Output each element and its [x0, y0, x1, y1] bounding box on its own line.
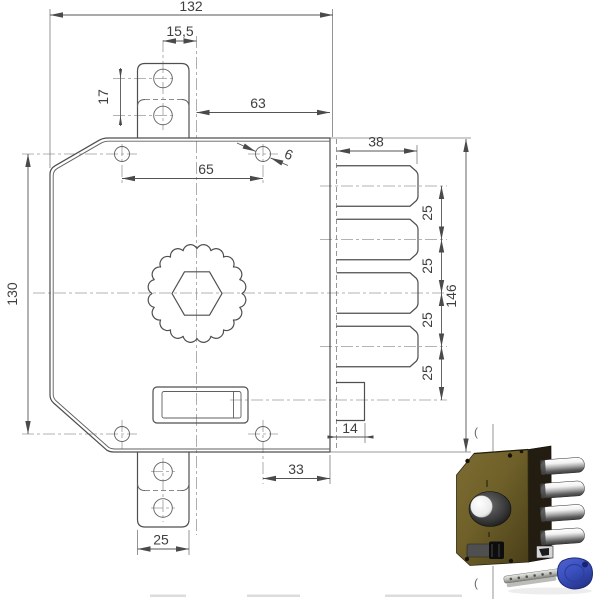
key-shadow — [508, 587, 592, 595]
dimension-bolt-pitch-2: 25 — [419, 239, 445, 293]
photo-deadbolts — [540, 457, 585, 546]
dimension-tab-hole-pitch: 17 — [95, 68, 123, 126]
tab-hole — [153, 105, 173, 126]
dimension-bolt-length: 38 — [337, 134, 417, 154]
dimension-bolt-pitch-4: 25 — [419, 346, 445, 400]
mounting-tab-top — [136, 62, 190, 139]
dim-label: 15,5 — [166, 23, 193, 39]
dim-label: 65 — [198, 161, 214, 177]
key-ring-hole — [582, 561, 588, 568]
bolt-3 — [336, 272, 419, 314]
dimension-overall-width: 132 — [50, 0, 333, 18]
dim-label: 33 — [288, 461, 304, 477]
dimension-tab-hole-offset: 15,5 — [163, 23, 197, 44]
dimension-body-height: 130 — [4, 154, 31, 434]
photo-slider — [466, 541, 504, 559]
deadbolts — [335, 165, 419, 422]
keyhole-boss — [152, 386, 249, 424]
dim-label: 6 — [282, 145, 295, 163]
break-mark: ( — [474, 425, 478, 439]
body-fixing-holes — [114, 146, 271, 442]
dim-label: 25 — [153, 532, 169, 548]
bolt-2 — [336, 218, 419, 261]
bolt-1 — [336, 165, 419, 207]
dim-label: 38 — [368, 134, 384, 150]
centerlines — [22, 36, 447, 535]
dimension-top-hole-span: 65 — [122, 161, 263, 182]
dimension-hole-diameter: 6 — [236, 142, 296, 166]
key-head — [556, 557, 594, 590]
knurled-knob — [147, 244, 247, 343]
dimension-tab-width: 25 — [137, 532, 189, 552]
dimension-right-span: 63 — [196, 95, 330, 116]
photo-top-edge — [473, 448, 529, 455]
dim-label: 25 — [419, 258, 435, 274]
dim-label: 63 — [250, 95, 266, 111]
dim-label: 146 — [443, 284, 459, 308]
key-blade — [503, 568, 564, 588]
photo-latch — [536, 545, 554, 559]
dim-label: 130 — [4, 282, 20, 306]
tab-hole — [153, 68, 173, 89]
photo-key — [503, 557, 594, 590]
dim-label: 25 — [419, 365, 435, 381]
scan-artifacts — [150, 594, 462, 597]
tab-hole — [153, 498, 173, 518]
dimension-bottom-hole-offset: 33 — [263, 461, 330, 482]
extension-lines — [49, 9, 471, 555]
dim-label: 25 — [419, 312, 435, 328]
dim-label: 132 — [179, 0, 203, 14]
bolt-4 — [336, 325, 419, 368]
tab-hole — [153, 461, 173, 482]
aux-latch — [335, 381, 366, 422]
hex-socket — [171, 271, 223, 316]
photo-screws — [464, 449, 524, 564]
product-photo: ( ( — [456, 424, 594, 599]
dim-label: 14 — [342, 420, 358, 436]
dimension-bolt-pitch-3: 25 — [419, 293, 445, 347]
dimension-faceplate-height: 146 — [443, 139, 469, 452]
photo-knob — [468, 491, 512, 527]
dimension-aux-bolt-width: 14 — [327, 420, 374, 439]
break-mark: ( — [474, 576, 478, 590]
dim-label: 17 — [95, 89, 111, 105]
dim-label: 25 — [419, 205, 435, 221]
mounting-tab-bottom — [136, 451, 190, 528]
lock-body-outline — [49, 137, 337, 453]
dimension-bolt-pitch-1: 25 — [419, 186, 445, 240]
